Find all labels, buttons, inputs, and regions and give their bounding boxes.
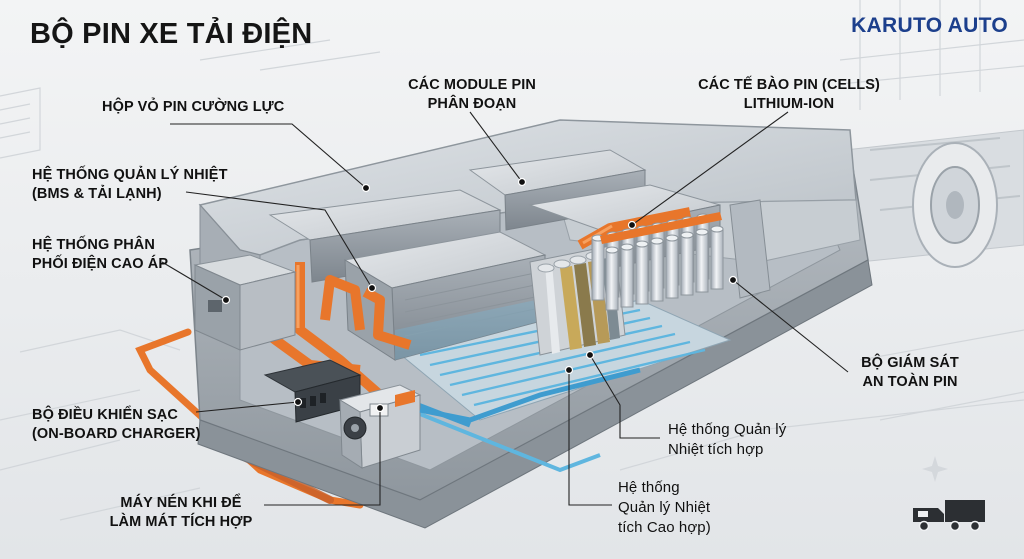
sparkle-icon [922, 456, 948, 482]
hv-distribution-box [193, 254, 297, 351]
cell-body [710, 228, 724, 290]
cell-busbar [600, 212, 722, 244]
label-compressor: MÁY NÉN KHI ĐỂ LÀM MÁT TÍCH HỢP [109, 495, 253, 530]
cell-top [635, 240, 649, 248]
onboard-charger [263, 359, 362, 423]
busbar-highlights [296, 224, 613, 328]
cell-body [635, 243, 649, 305]
label-thermal-bms: HỆ THỐNG QUẢN LÝ NHIỆT (BMS & TẢI LẠNH) [32, 167, 228, 202]
cell-top [665, 234, 679, 242]
label-housing: HỘP VỎ PIN CƯỜNG LỰC [102, 99, 285, 115]
brand-logo: KARUTO AUTO [851, 14, 1008, 37]
background-sketch [0, 0, 1024, 521]
cell-top [605, 246, 619, 254]
cell-body [650, 240, 664, 302]
label-hv-distribution: HỆ THỐNG PHÂN PHỐI ĐIỆN CAO ÁP [32, 237, 169, 272]
cell-top [695, 228, 709, 236]
cell-body [591, 237, 605, 301]
leader-dots [221, 177, 738, 413]
truck-icon [913, 500, 985, 532]
compressor-unit [338, 384, 422, 469]
label-integrated-thermal-2: Hệ thống Quản lý Nhiệt tích Cao hợp) [618, 479, 711, 536]
cell-top [710, 225, 724, 233]
label-safety-monitor: BỘ GIÁM SÁT AN TOÀN PIN [861, 355, 959, 390]
cell-body [695, 231, 709, 293]
truck-chassis [844, 129, 1024, 268]
label-modules: CÁC MODULE PIN PHÂN ĐOẠN [408, 77, 536, 112]
label-charger: BỘ ĐIỀU KHIỂN SẠC (ON-BOARD CHARGER) [32, 407, 201, 442]
cylindrical-cells [591, 212, 724, 311]
coolant-pipe-front [419, 367, 641, 423]
cell-top [620, 243, 634, 251]
right-module-frame [729, 199, 771, 299]
cell-top [680, 231, 694, 239]
cell-body [665, 237, 679, 299]
cell-body [605, 249, 619, 311]
cell-top [650, 237, 664, 245]
label-cells: CÁC TẾ BÀO PIN (CELLS) LITHIUM-ION [698, 77, 880, 112]
leader-lines [161, 111, 849, 506]
page-title: BỘ PIN XE TẢI ĐIỆN [30, 18, 313, 50]
label-integrated-thermal: Hệ thống Quản lý Nhiệt tích hợp [668, 421, 787, 458]
cell-body [680, 234, 694, 296]
cell-body [620, 246, 634, 308]
